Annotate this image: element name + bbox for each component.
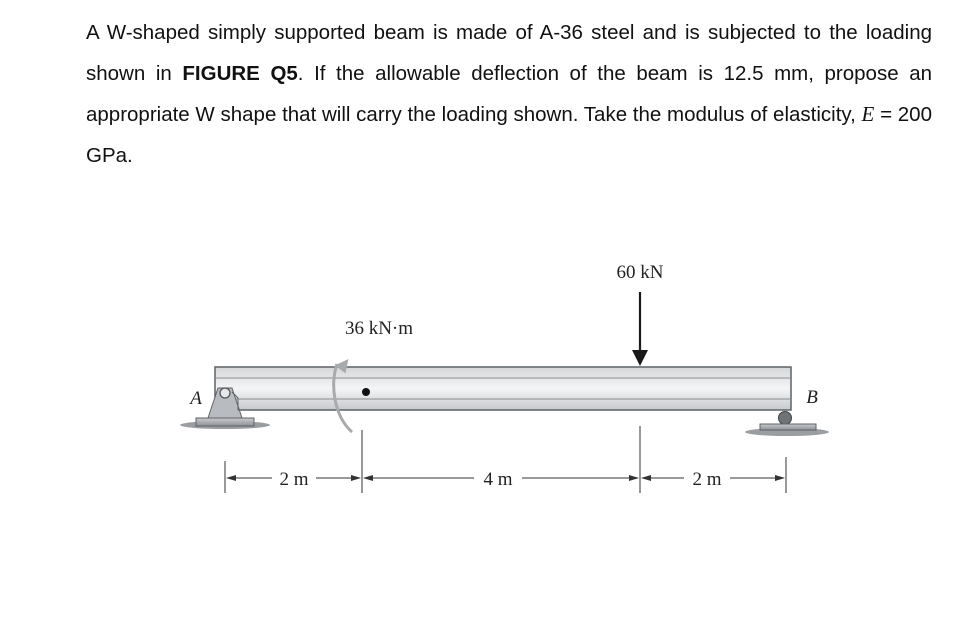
force-arrow — [632, 292, 648, 366]
dimension-label-3: 2 m — [692, 469, 721, 490]
modulus-symbol: E — [861, 102, 875, 126]
moment-label: 36 kN·m — [345, 318, 413, 339]
pin-support-a — [180, 387, 270, 429]
beam — [214, 366, 792, 411]
problem-text-1: A W-shaped simply supported beam is made… — [86, 21, 932, 85]
dimension-label-1: 2 m — [279, 469, 308, 490]
moment-arrow — [332, 359, 370, 434]
problem-statement: A W-shaped simply supported beam is made… — [86, 12, 932, 176]
roller-support-b — [745, 411, 829, 436]
figure-reference: FIGURE Q5 — [182, 62, 298, 85]
support-b-label: B — [806, 387, 818, 408]
problem-text-2: . If the allowable deflection of the bea… — [86, 62, 932, 126]
dimension-label-2: 4 m — [483, 469, 512, 490]
dimension-lines — [224, 426, 787, 493]
force-label: 60 kN — [617, 262, 664, 283]
support-a-label: A — [188, 388, 202, 409]
problem-text-3: = 200 GPa. — [86, 103, 932, 167]
